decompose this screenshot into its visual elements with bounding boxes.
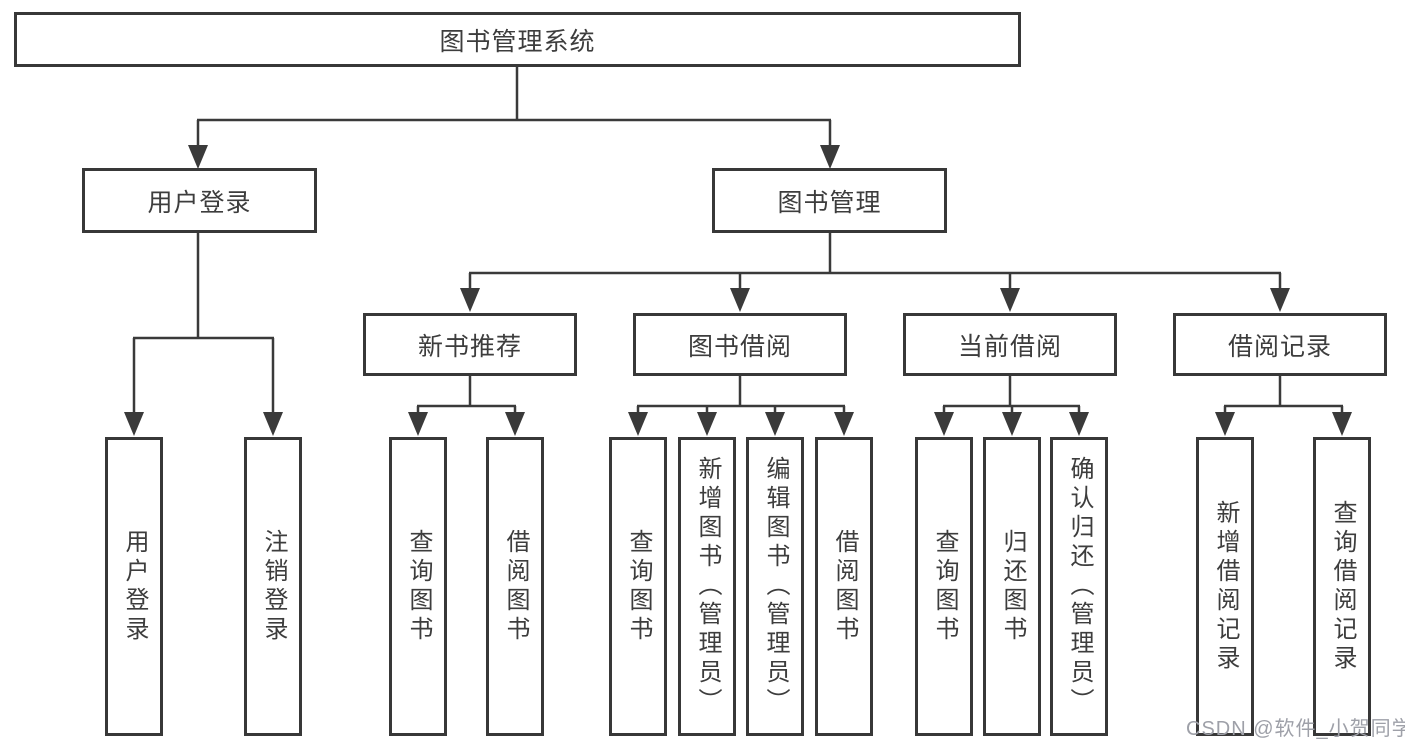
node-label: 查询借阅记录 [1329, 499, 1356, 674]
node-label: 借阅记录 [1227, 332, 1332, 361]
node-label: 编辑图书（管理员） [762, 456, 789, 717]
node-label: 查询图书 [931, 528, 958, 645]
node-new-book-recommend: 新书推荐 [363, 313, 577, 376]
leaf-query-books-borrowing: 查询图书 [609, 437, 667, 736]
node-book-management: 图书管理 [712, 168, 947, 233]
node-label: 图书管理系统 [439, 27, 596, 56]
node-label: 新增图书（管理员） [694, 456, 721, 717]
node-label: 归还图书 [999, 528, 1026, 645]
node-borrowing-records: 借阅记录 [1173, 313, 1387, 376]
leaf-add-book-admin: 新增图书（管理员） [678, 437, 736, 736]
leaf-borrow-books-borrowing: 借阅图书 [815, 437, 873, 736]
node-book-borrowing: 图书借阅 [633, 313, 847, 376]
leaf-logout-login: 注销登录 [244, 437, 302, 736]
node-label: 用户登录 [121, 528, 148, 645]
node-label: 查询图书 [405, 528, 432, 645]
node-label: 图书管理 [777, 188, 882, 217]
leaf-query-borrow-record: 查询借阅记录 [1313, 437, 1371, 736]
watermark-text: CSDN @软件_小贺同学 [1186, 718, 1405, 740]
node-label: 确认归还（管理员） [1066, 456, 1093, 717]
leaf-confirm-return-admin: 确认归还（管理员） [1050, 437, 1108, 736]
node-current-borrowing: 当前借阅 [903, 313, 1117, 376]
node-label: 查询图书 [625, 528, 652, 645]
node-label: 借阅图书 [831, 528, 858, 645]
leaf-borrow-books-recommend: 借阅图书 [486, 437, 544, 736]
leaf-add-borrow-record: 新增借阅记录 [1196, 437, 1254, 736]
leaf-user-login: 用户登录 [105, 437, 163, 736]
node-label: 注销登录 [260, 528, 287, 645]
node-label: 新增借阅记录 [1212, 499, 1239, 674]
leaf-query-books-current: 查询图书 [915, 437, 973, 736]
node-label: 图书借阅 [687, 332, 792, 361]
node-label: 用户登录 [147, 188, 252, 217]
leaf-edit-book-admin: 编辑图书（管理员） [746, 437, 804, 736]
node-label: 当前借阅 [957, 332, 1062, 361]
leaf-query-books-recommend: 查询图书 [389, 437, 447, 736]
node-label: 借阅图书 [502, 528, 529, 645]
node-user-login: 用户登录 [82, 168, 317, 233]
leaf-return-books: 归还图书 [983, 437, 1041, 736]
node-library-system: 图书管理系统 [14, 12, 1021, 67]
node-label: 新书推荐 [417, 332, 522, 361]
